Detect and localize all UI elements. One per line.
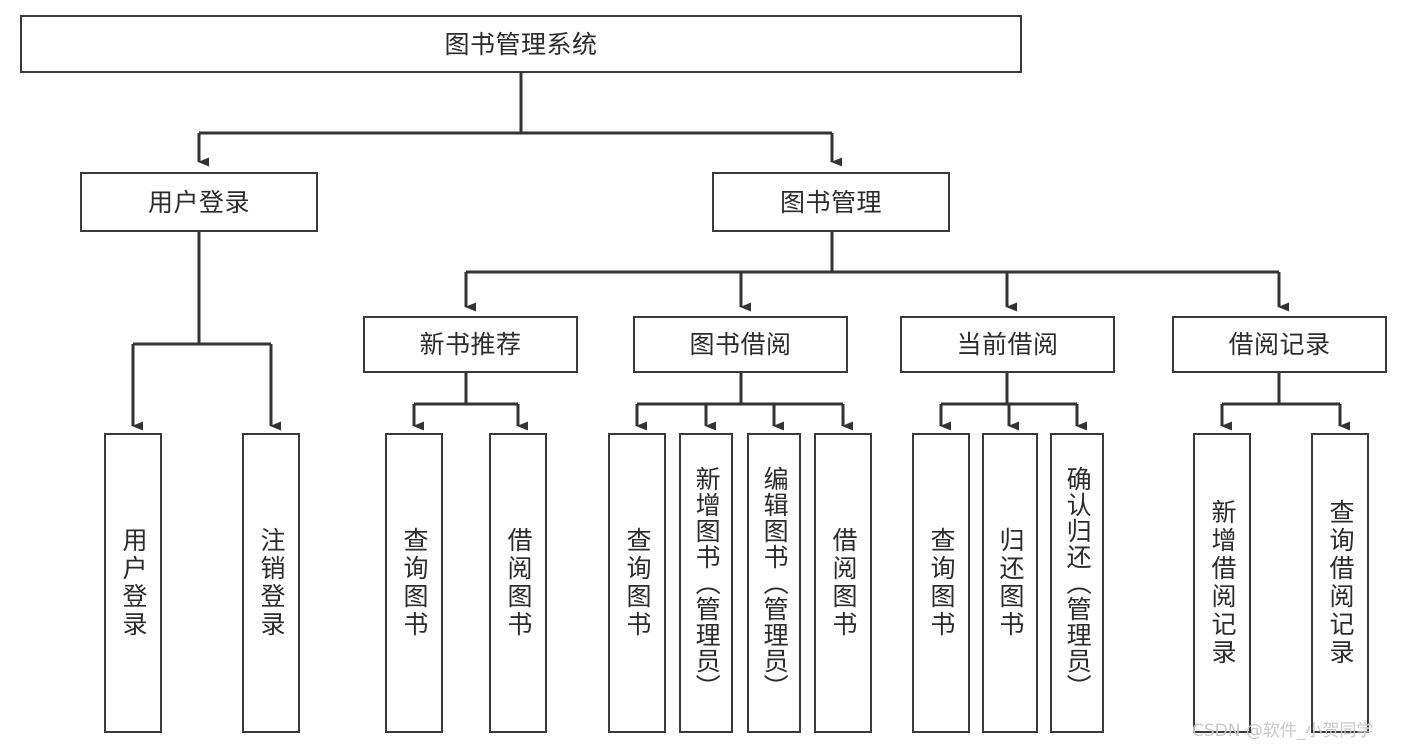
node-user-login[interactable]: 用户登录: [80, 172, 318, 232]
node-label-book-borrow: 图书借阅: [689, 330, 792, 359]
node-label-leaf-user-login: 用户登录: [119, 527, 148, 639]
node-leaf-query-book-cb[interactable]: 查询图书: [912, 433, 970, 733]
node-leaf-return-book[interactable]: 归还图书: [982, 433, 1038, 733]
node-leaf-query-borrow-record[interactable]: 查询借阅记录: [1311, 433, 1369, 733]
node-book-management[interactable]: 图书管理: [712, 172, 950, 232]
node-new-book-recommend[interactable]: 新书推荐: [363, 316, 578, 373]
node-leaf-edit-book-admin[interactable]: 编辑图书（管理员）: [747, 433, 801, 733]
node-label-borrow-record: 借阅记录: [1228, 330, 1331, 359]
node-leaf-add-book-admin[interactable]: 新增图书（管理员）: [679, 433, 733, 733]
node-label-leaf-logout: 注销登录: [257, 527, 286, 639]
node-current-borrow[interactable]: 当前借阅: [900, 316, 1115, 373]
node-label-leaf-query-book-bb: 查询图书: [623, 527, 652, 639]
node-leaf-add-borrow-record[interactable]: 新增借阅记录: [1193, 433, 1251, 733]
node-leaf-query-book-bb[interactable]: 查询图书: [608, 433, 666, 733]
node-label-book-management: 图书管理: [779, 187, 882, 217]
node-leaf-confirm-return-admin[interactable]: 确认归还（管理员）: [1050, 433, 1104, 733]
node-borrow-record[interactable]: 借阅记录: [1172, 316, 1387, 373]
node-label-leaf-borrow-book-nb: 借阅图书: [504, 527, 533, 639]
node-leaf-logout[interactable]: 注销登录: [242, 433, 300, 733]
node-label-user-login: 用户登录: [147, 187, 250, 217]
node-leaf-borrow-book-bb[interactable]: 借阅图书: [814, 433, 872, 733]
node-label-leaf-query-borrow-record: 查询借阅记录: [1326, 499, 1355, 667]
node-book-borrow[interactable]: 图书借阅: [633, 316, 848, 373]
csdn-watermark: CSDN @软件_小贺同学: [1192, 721, 1374, 741]
node-label-leaf-return-book: 归还图书: [996, 527, 1025, 639]
node-leaf-query-book-nb[interactable]: 查询图书: [385, 433, 443, 733]
node-label-leaf-confirm-return-admin: 确认归还（管理员）: [1063, 466, 1093, 700]
node-label-leaf-query-book-cb: 查询图书: [927, 527, 956, 639]
node-label-leaf-edit-book-admin: 编辑图书（管理员）: [760, 466, 790, 700]
node-leaf-borrow-book-nb[interactable]: 借阅图书: [489, 433, 547, 733]
node-label-leaf-borrow-book-bb: 借阅图书: [829, 527, 858, 639]
node-label-root: 图书管理系统: [444, 29, 598, 59]
node-label-current-borrow: 当前借阅: [956, 330, 1059, 359]
node-leaf-user-login[interactable]: 用户登录: [104, 433, 162, 733]
node-root-system[interactable]: 图书管理系统: [20, 15, 1022, 73]
node-label-leaf-query-book-nb: 查询图书: [400, 527, 429, 639]
node-label-leaf-add-book-admin: 新增图书（管理员）: [692, 466, 722, 700]
node-label-new-book-recommend: 新书推荐: [419, 330, 522, 359]
node-label-leaf-add-borrow-record: 新增借阅记录: [1208, 499, 1237, 667]
